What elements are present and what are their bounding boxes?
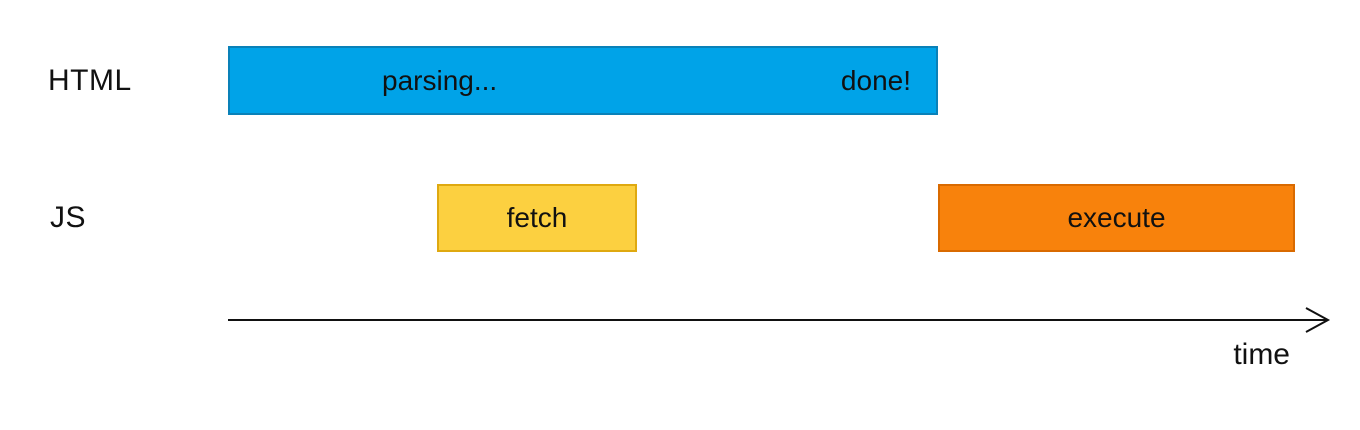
fetch-label: fetch — [506, 202, 568, 233]
row-label-js: JS — [50, 201, 87, 234]
execute-label: execute — [1067, 202, 1166, 233]
done-label: done! — [840, 64, 911, 96]
time-axis-arrow — [228, 307, 1331, 333]
fetch-bar: fetch — [437, 184, 637, 252]
parsing-label: parsing... — [382, 64, 498, 96]
time-axis-label: time — [1233, 338, 1290, 371]
row-label-html: HTML — [48, 63, 132, 97]
execute-bar: execute — [938, 184, 1295, 252]
html-parsing-bar: parsing... done! — [228, 46, 938, 115]
